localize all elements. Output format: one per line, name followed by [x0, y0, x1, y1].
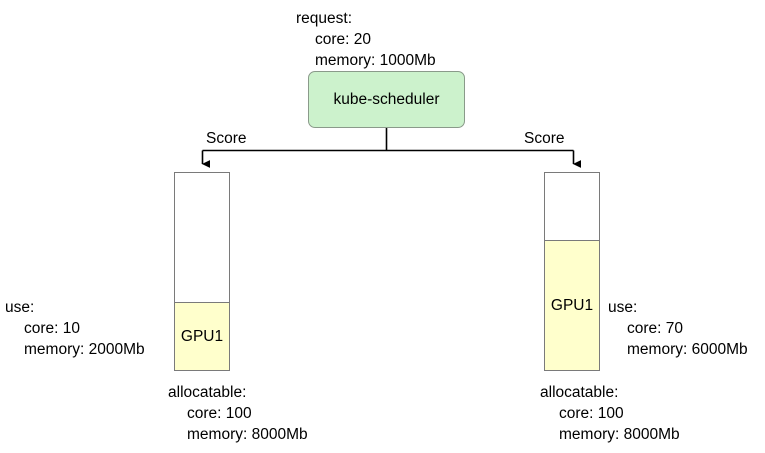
- request-memory: memory: 1000Mb: [315, 52, 436, 69]
- use-right-memory: memory: 6000Mb: [627, 341, 748, 358]
- use-left-heading: use:: [5, 299, 35, 316]
- gpu-node-right-label: GPU1: [550, 296, 594, 314]
- kube-scheduler-label: kube-scheduler: [333, 90, 440, 108]
- allocatable-annotation-right: allocatable: core: 100 memory: 8000Mb: [540, 382, 680, 445]
- request-heading: request:: [296, 10, 353, 27]
- alloc-right-heading: allocatable:: [540, 384, 619, 401]
- use-left-core: core: 10: [24, 320, 81, 337]
- use-annotation-right: use: core: 70 memory: 6000Mb: [608, 297, 748, 360]
- alloc-left-core: core: 100: [187, 405, 252, 422]
- gpu-usage-fill-right: GPU1: [545, 240, 599, 370]
- gpu-node-right[interactable]: GPU1: [544, 172, 600, 371]
- alloc-left-memory: memory: 8000Mb: [187, 426, 308, 443]
- use-right-core: core: 70: [627, 320, 684, 337]
- allocatable-annotation-left: allocatable: core: 100 memory: 8000Mb: [168, 382, 308, 445]
- use-left-memory: memory: 2000Mb: [24, 341, 145, 358]
- alloc-right-core: core: 100: [559, 405, 624, 422]
- use-annotation-left: use: core: 10 memory: 2000Mb: [5, 297, 145, 360]
- gpu-usage-fill-left: GPU1: [175, 302, 229, 370]
- score-label-right: Score: [524, 130, 565, 147]
- request-annotation: request: core: 20 memory: 1000Mb: [296, 8, 436, 71]
- gpu-node-left-label: GPU1: [180, 327, 224, 345]
- gpu-node-left[interactable]: GPU1: [174, 172, 230, 371]
- kube-scheduler-node[interactable]: kube-scheduler: [308, 71, 465, 128]
- alloc-left-heading: allocatable:: [168, 384, 247, 401]
- alloc-right-memory: memory: 8000Mb: [559, 426, 680, 443]
- use-right-heading: use:: [608, 299, 638, 316]
- score-label-left: Score: [206, 130, 247, 147]
- request-core: core: 20: [315, 31, 372, 48]
